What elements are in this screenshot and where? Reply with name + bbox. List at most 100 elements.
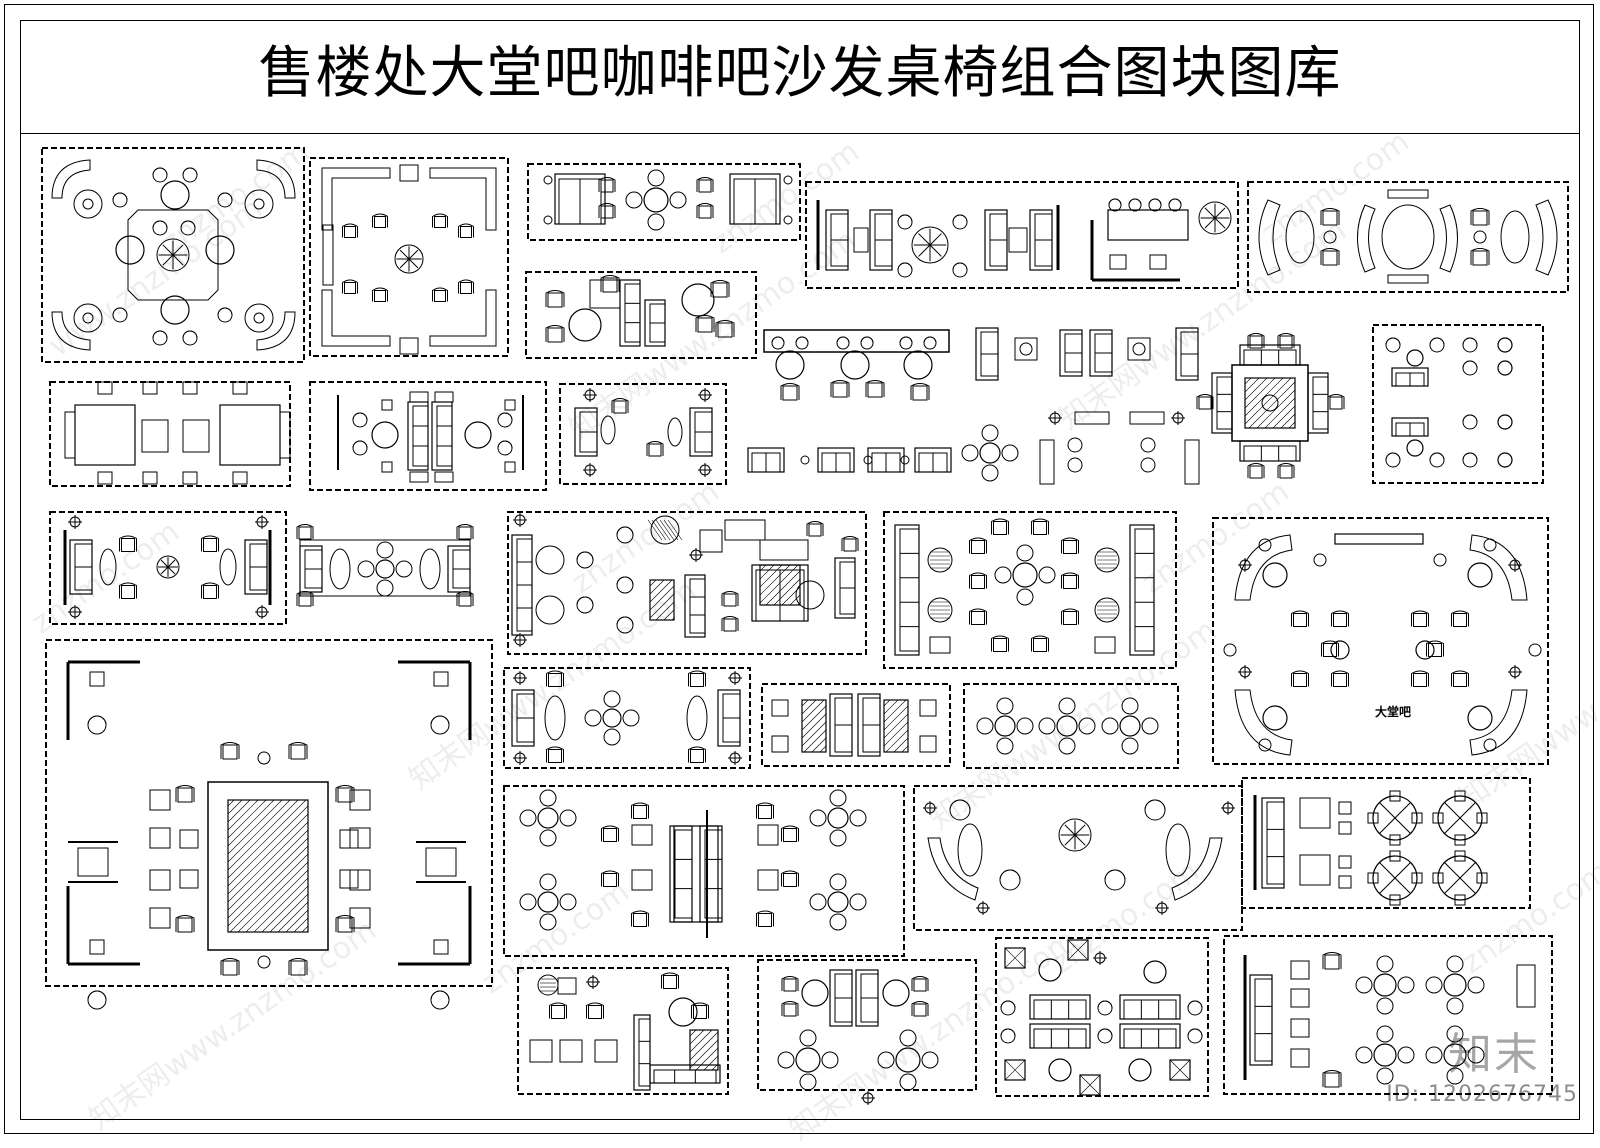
lamp [900,455,910,465]
armchair [758,805,772,819]
armchair [783,828,797,842]
marble-vein [759,564,783,588]
armchair-back [288,958,308,975]
tub-chair-back [616,616,634,626]
stool [409,471,429,483]
armchair-back [432,213,448,228]
block-long-table-chairs [49,381,291,487]
stool [929,636,951,654]
sofa [684,574,706,638]
plant-pot [394,244,424,274]
petal-chair [539,913,557,931]
armchair-back [220,742,240,759]
stool [1067,457,1083,473]
side-table [1223,643,1237,657]
armchair-back [598,203,616,218]
marble-vein [801,699,817,715]
plant-leaf [160,559,169,568]
tub-chair-back [1187,1028,1203,1037]
tub-chair-back [152,220,168,229]
tub-chair-back [352,412,368,421]
oval-table [1285,210,1315,264]
armchair-back [688,746,706,763]
armchair [1413,613,1427,627]
side-table [339,829,359,849]
round-table [205,235,235,265]
stool [1140,457,1156,473]
hatch [655,519,671,541]
hatch [1004,947,1026,969]
x-table-chair [1411,872,1423,884]
armchair-back [1470,208,1490,225]
marble-vein [801,713,827,739]
tub-chair-back [182,167,198,176]
x-table-chair [1389,790,1401,802]
armchair-back [721,591,739,606]
round-table [668,997,698,1027]
square-table [77,847,109,877]
armchair-back [781,976,799,991]
x-table-chair [1367,812,1379,824]
stool [97,381,113,395]
stool [232,381,248,395]
wall-corner [398,660,472,740]
marble-vein [1256,389,1296,429]
round-table [1012,562,1038,588]
armchair-back [1331,610,1349,627]
armchair [663,975,677,989]
plant-leaf [1204,207,1216,219]
bench [1039,439,1055,485]
dashed-block-frame [883,511,1177,669]
petal-chair [1446,1025,1464,1043]
round-table [775,350,805,380]
oval-table [99,548,117,586]
round-table [1443,1043,1467,1067]
hatched-round-table [927,547,953,573]
marble-vein [883,699,907,723]
tub-chair-back [1128,198,1142,206]
marble-tabletop [883,699,909,753]
hatched-cushion [1004,1059,1026,1081]
marble-vein [227,799,307,879]
block-dining-pairs [1372,324,1544,484]
round-table [1262,562,1288,588]
sofa-seat [1243,349,1297,366]
armchair [723,593,737,607]
booth-table [1008,227,1028,253]
hatch [651,519,667,541]
title-divider [20,133,1580,134]
tea-table [1127,337,1151,361]
tea-table [1014,337,1038,361]
armchair-back [372,213,388,228]
marble-vein [689,1039,719,1069]
armchair [434,216,446,228]
booth-table [1299,797,1331,829]
side-table [141,419,169,453]
square-chair [1290,988,1310,1008]
curved-sofa [1171,837,1223,901]
marble-tabletop [1244,377,1296,429]
armchair-back [601,870,619,887]
round-table [1497,360,1513,376]
petal-chair [539,829,557,847]
armchair-back [1277,333,1295,348]
sofa-seat [1243,445,1297,462]
tub-chair-back [952,262,968,271]
tub-chair-back [1097,1028,1113,1037]
block-sofa-armchairs-round [49,511,287,625]
end-table [399,164,419,182]
armchair [633,805,647,819]
sofa [669,825,693,923]
armchair [290,744,306,760]
dashed-block-frame [49,381,291,487]
armchair [374,216,386,228]
petal-chair [976,717,994,735]
armchair-back [781,825,799,842]
square-table [631,869,653,891]
dashed-block-frame [309,381,547,491]
table-ornament [82,198,94,210]
plant-pot [911,226,949,264]
square-chair [557,977,577,995]
armchair [222,960,238,976]
corner-sofa [321,167,391,231]
